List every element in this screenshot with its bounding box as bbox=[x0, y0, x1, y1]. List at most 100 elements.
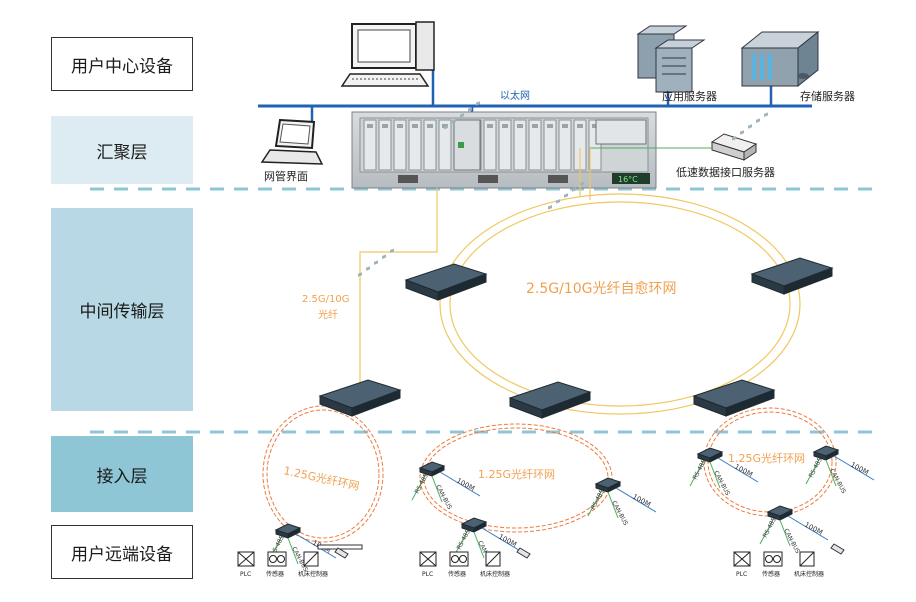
slot-handle bbox=[592, 124, 598, 128]
plc-label: PLC bbox=[736, 571, 747, 578]
layer-remote-label: 用户远端设备 bbox=[71, 544, 173, 565]
chassis-slot bbox=[543, 119, 557, 171]
layer-user-center-label: 用户中心设备 bbox=[71, 56, 173, 77]
link-speed-label: 100M bbox=[455, 477, 476, 493]
chassis-slot bbox=[423, 119, 437, 171]
port bbox=[556, 199, 560, 204]
self-healing-ring bbox=[439, 148, 801, 415]
access-ring-left-label: 1.25G光纤环网 bbox=[282, 463, 360, 493]
slot-handle bbox=[532, 124, 538, 128]
link-green bbox=[473, 531, 485, 559]
link-speed-label: 100M bbox=[733, 463, 754, 479]
port bbox=[374, 260, 378, 265]
port bbox=[444, 124, 448, 130]
link-green bbox=[779, 519, 791, 547]
link-blue bbox=[615, 487, 657, 513]
layer-access: 接入层 bbox=[51, 436, 193, 512]
camera-icon bbox=[334, 547, 349, 559]
access-ring-middle-label: 1.25G光纤环网 bbox=[478, 467, 555, 481]
chassis-slot bbox=[513, 119, 527, 171]
transmission-devices bbox=[318, 101, 834, 419]
machine-controller-label: 机床控制器 bbox=[298, 570, 328, 578]
port bbox=[764, 112, 768, 117]
link-green bbox=[805, 457, 821, 485]
link-blue bbox=[787, 515, 829, 541]
link-rs485-label: RS-485 bbox=[692, 458, 708, 481]
laptop-icon bbox=[260, 118, 324, 165]
computer-icon bbox=[340, 21, 435, 87]
chassis-slot bbox=[363, 119, 377, 171]
machine-controller-label: 机床控制器 bbox=[794, 570, 824, 578]
slot-handle bbox=[382, 124, 388, 128]
sensor-label: 传感器 bbox=[266, 570, 284, 578]
port bbox=[748, 124, 752, 129]
link-rs485-label: RS-485 bbox=[808, 456, 824, 479]
chassis-slot bbox=[483, 119, 497, 171]
access-ring-right bbox=[703, 407, 837, 517]
slot-handle bbox=[397, 124, 403, 128]
chassis-slot bbox=[408, 119, 422, 171]
port bbox=[740, 130, 744, 135]
link-canbus-label: CAN-BUS bbox=[610, 500, 629, 527]
cable-stub bbox=[317, 544, 363, 550]
access-devices: RS-485CAN-BUS100MRS-485CAN-BUS100MRS-485… bbox=[267, 445, 875, 573]
link-speed-label: 100M bbox=[803, 521, 824, 537]
slot-handle bbox=[412, 124, 418, 128]
layer-aggregation: 汇聚层 bbox=[51, 116, 193, 184]
link-green bbox=[825, 459, 837, 487]
temperature-display bbox=[612, 173, 650, 184]
app-server-label: 应用服务器 bbox=[662, 89, 717, 103]
chassis-slot bbox=[558, 119, 572, 171]
chassis-slot bbox=[498, 119, 512, 171]
slot-handle bbox=[367, 124, 373, 128]
ethernet-label: 以太网 bbox=[500, 89, 530, 102]
port bbox=[476, 101, 480, 106]
transmission-device bbox=[692, 112, 776, 417]
storage-server-icon bbox=[740, 30, 820, 88]
link-rs485-label: RS-485 bbox=[456, 528, 472, 551]
camera-icon bbox=[516, 547, 531, 559]
link-blue bbox=[481, 527, 523, 553]
lowspeed-server-icon bbox=[710, 133, 758, 161]
slot-handle bbox=[487, 124, 493, 128]
transmission-device bbox=[404, 101, 488, 301]
link-canbus-label: CAN-BUS bbox=[434, 484, 453, 511]
access-ring-left bbox=[262, 405, 384, 543]
fiber-label-line2: 光纤 bbox=[318, 308, 338, 321]
transmission-device bbox=[750, 257, 834, 295]
control-card bbox=[453, 119, 481, 171]
layer-transport: 中间传输层 bbox=[51, 208, 193, 411]
link-green bbox=[759, 517, 775, 545]
link-green bbox=[587, 489, 603, 517]
layer-user-center: 用户中心设备 bbox=[51, 37, 193, 91]
slot-handle bbox=[562, 124, 568, 128]
layer-remote: 用户远端设备 bbox=[51, 525, 193, 579]
port bbox=[460, 113, 464, 118]
layer-transport-label: 中间传输层 bbox=[79, 302, 165, 322]
port bbox=[756, 118, 760, 123]
link-green bbox=[709, 461, 721, 489]
port bbox=[564, 193, 568, 198]
link-speed-label: 100M bbox=[497, 533, 518, 549]
port bbox=[366, 266, 370, 271]
slot-handle bbox=[577, 124, 583, 128]
interface-module bbox=[595, 119, 647, 145]
self-healing-ring-label: 2.5G/10G光纤自愈环网 bbox=[526, 281, 677, 297]
temperature-value: 16°C bbox=[618, 175, 638, 184]
port bbox=[452, 119, 456, 124]
fiber-label-line1: 2.5G/10G bbox=[302, 294, 350, 305]
chassis-fans bbox=[398, 175, 568, 183]
chassis-slot bbox=[393, 119, 407, 171]
link-blue bbox=[295, 533, 337, 559]
machine-controller-label: 机床控制器 bbox=[480, 570, 510, 578]
layer-aggregation-label: 汇聚层 bbox=[96, 142, 148, 163]
storage-server-label: 存储服务器 bbox=[800, 89, 855, 103]
chassis-slot bbox=[378, 119, 392, 171]
link-green bbox=[287, 537, 299, 565]
chassis-slot bbox=[438, 119, 452, 171]
link-green bbox=[431, 475, 443, 503]
